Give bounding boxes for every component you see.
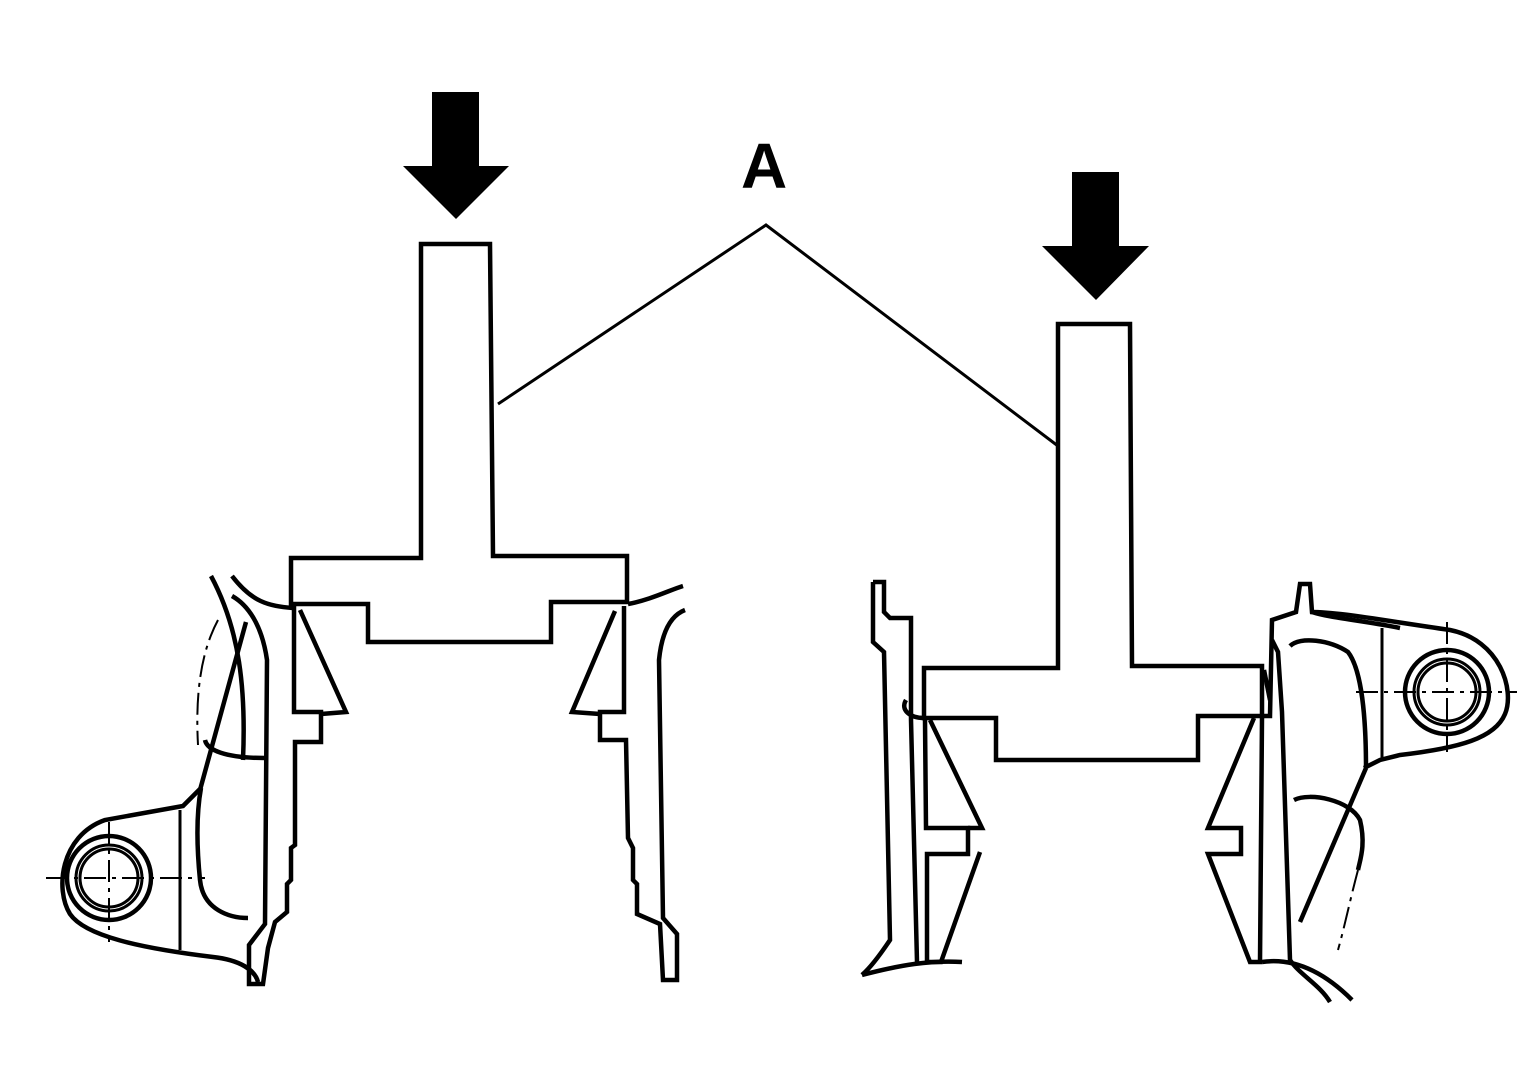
callout-label-a: A: [741, 130, 787, 202]
installer-tool-left: [288, 241, 630, 645]
housing-right: [860, 579, 1517, 1004]
installer-tool-right: [921, 321, 1265, 763]
press-arrow-right-icon: [1042, 172, 1149, 300]
housing-left: [46, 574, 686, 987]
press-arrow-left-icon: [403, 92, 509, 219]
callout-leader-lines: [497, 223, 1059, 448]
